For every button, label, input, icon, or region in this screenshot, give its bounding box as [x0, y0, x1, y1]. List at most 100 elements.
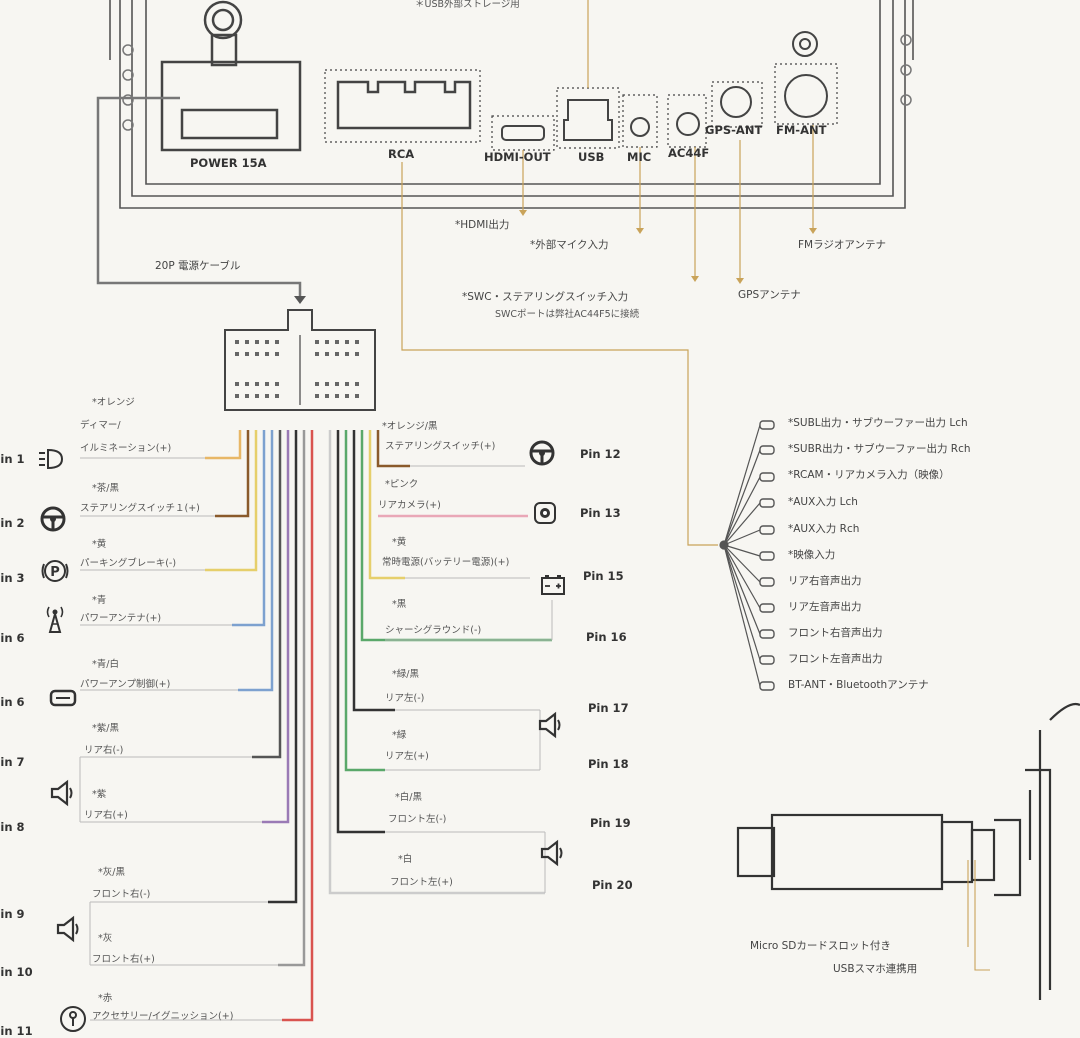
- left-pin-color: *茶/黒: [92, 483, 119, 494]
- left-pin-label: Pin 6: [0, 631, 25, 645]
- right-pin-label: Pin 19: [590, 816, 631, 830]
- left-pin-func: パワーアンテナ(+): [80, 613, 162, 624]
- rca-output-item: *SUBL出力・サブウーファー出力 Lch: [788, 417, 968, 429]
- right-pin-color: *黄: [392, 537, 407, 548]
- ignition-icon: [58, 1004, 88, 1034]
- left-pin-color: *灰: [98, 933, 113, 944]
- right-pin-color: *緑: [392, 730, 407, 741]
- right-pin-label: Pin 20: [592, 878, 633, 892]
- left-pin-color: *青/白: [92, 659, 119, 670]
- left-pin-label: Pin 6: [0, 695, 25, 709]
- right-pin-color: *白/黒: [395, 792, 422, 803]
- rca-output-item: *AUX入力 Rch: [788, 523, 860, 535]
- power-port-label: POWER 15A: [190, 156, 267, 170]
- swc-callout-1: *SWC・ステアリングスイッチ入力: [462, 291, 629, 303]
- right-pin-color: *ピンク: [385, 479, 419, 490]
- left-pin-func: フロント右(+): [92, 954, 155, 965]
- left-pin-label: Pin 9: [0, 907, 25, 921]
- rca-output-item: フロント左音声出力: [788, 653, 883, 665]
- usb-port-label: USB: [578, 150, 605, 164]
- left-pin-color: *赤: [98, 993, 113, 1004]
- left-pin-color: *黄: [92, 539, 107, 550]
- camera-icon: [530, 498, 560, 528]
- left-pin-color: *青: [92, 595, 107, 606]
- fm-callout: FMラジオアンテナ: [798, 239, 886, 251]
- rca-output-item: フロント右音声出力: [788, 627, 883, 639]
- svg-text:P: P: [50, 565, 60, 580]
- rca-output-item: *SUBR出力・サブウーファー出力 Rch: [788, 443, 971, 455]
- right-pin-func: シャーシグラウンド(-): [385, 625, 482, 636]
- left-wire-bundle: [205, 430, 314, 1022]
- right-pin-label: Pin 16: [586, 630, 627, 644]
- right-pin-func: リアカメラ(+): [378, 500, 441, 511]
- gps-port-label: GPS-ANT: [705, 123, 763, 137]
- sd-slot-label: Micro SDカードスロット付き: [750, 940, 891, 952]
- steering-wheel-icon: [38, 504, 68, 534]
- rca-output-item: *AUX入力 Lch: [788, 496, 858, 508]
- left-pin-color: *紫/黒: [92, 723, 119, 734]
- rca-fanout: [719, 424, 761, 687]
- speaker-icon: [538, 838, 568, 868]
- 20p-connector: [224, 309, 376, 411]
- rca-output-item: *映像入力: [788, 549, 836, 561]
- left-pin-func: ステアリングスイッチ１(+): [80, 503, 200, 514]
- left-pin-label: Pin 2: [0, 516, 25, 530]
- left-pin-func: リア右(+): [84, 810, 128, 821]
- left-pin-label: Pin 7: [0, 755, 25, 769]
- mic-port: [622, 94, 658, 148]
- usb-device-drawing: [736, 702, 1080, 1000]
- rca-output-item: BT-ANT・Bluetoothアンテナ: [788, 679, 929, 691]
- left-pin-label: Pin 3: [0, 571, 25, 585]
- ac44f-port-label: AC44F: [668, 146, 710, 160]
- left-pin-label: Pin 10: [0, 965, 33, 979]
- right-pin-color: *白: [398, 854, 413, 865]
- left-pin-func: パーキングブレーキ(-): [80, 558, 177, 569]
- left-pin-func: フロント右(-): [92, 889, 151, 900]
- speaker-icon: [54, 914, 84, 944]
- right-pin-func: リア左(+): [385, 751, 429, 762]
- hdmi-port-label: HDMI-OUT: [484, 150, 551, 164]
- cable-label: 20P 電源ケーブル: [155, 260, 241, 272]
- right-pin-func: 常時電源(バッテリー電源)(+): [382, 557, 510, 568]
- left-pin-func: アクセサリー/イグニッション(+): [92, 1011, 234, 1022]
- left-pin-color: *紫: [92, 789, 107, 800]
- rca-output-item: リア左音声出力: [788, 601, 862, 613]
- right-pin-color: *黒: [392, 599, 407, 610]
- ac44f-port: [667, 94, 707, 148]
- left-pin-func: リア右(-): [84, 745, 124, 756]
- speaker-icon: [536, 710, 566, 740]
- swc-callout-2: SWCポートは弊社AC44F5に接続: [495, 309, 640, 320]
- left-pin-color: *オレンジ: [92, 397, 135, 408]
- left-pin-label: Pin 8: [0, 820, 25, 834]
- rca-output-item: *RCAM・リアカメラ入力（映像）: [788, 469, 950, 481]
- mic-port-label: MIC: [627, 150, 652, 164]
- battery-icon: [538, 570, 568, 600]
- hdmi-port: [491, 115, 555, 151]
- right-pin-func: フロント左(+): [390, 877, 453, 888]
- rca-port-label: RCA: [388, 147, 415, 161]
- headlight-icon: [36, 444, 66, 474]
- right-pin-label: Pin 13: [580, 506, 621, 520]
- hdmi-callout: *HDMI出力: [455, 219, 510, 231]
- right-pin-color: *緑/黒: [392, 669, 419, 680]
- rca-connector: [324, 69, 481, 143]
- antenna-icon: [40, 604, 70, 634]
- left-pin-color2: ディマー/: [80, 420, 121, 431]
- left-pin-color: *灰/黒: [98, 867, 125, 878]
- mic-callout: *外部マイク入力: [530, 239, 609, 251]
- usb-smartphone-label: USBスマホ連携用: [833, 963, 918, 975]
- right-pin-func: フロント左(-): [388, 814, 447, 825]
- usb-port: [556, 87, 620, 149]
- fm-port-label: FM-ANT: [776, 123, 827, 137]
- gps-antenna-port: [711, 81, 763, 128]
- right-pin-color: *オレンジ/黒: [382, 421, 438, 432]
- speaker-icon: [48, 778, 78, 808]
- right-pin-label: Pin 12: [580, 447, 621, 461]
- right-pin-func: リア左(-): [385, 693, 425, 704]
- left-pin-label: Pin 1: [0, 452, 25, 466]
- right-pin-label: Pin 17: [588, 701, 629, 715]
- head-unit-housing: [109, 0, 914, 209]
- fm-antenna-port: [774, 31, 838, 125]
- left-pin-func: パワーアンプ制御(+): [80, 679, 171, 690]
